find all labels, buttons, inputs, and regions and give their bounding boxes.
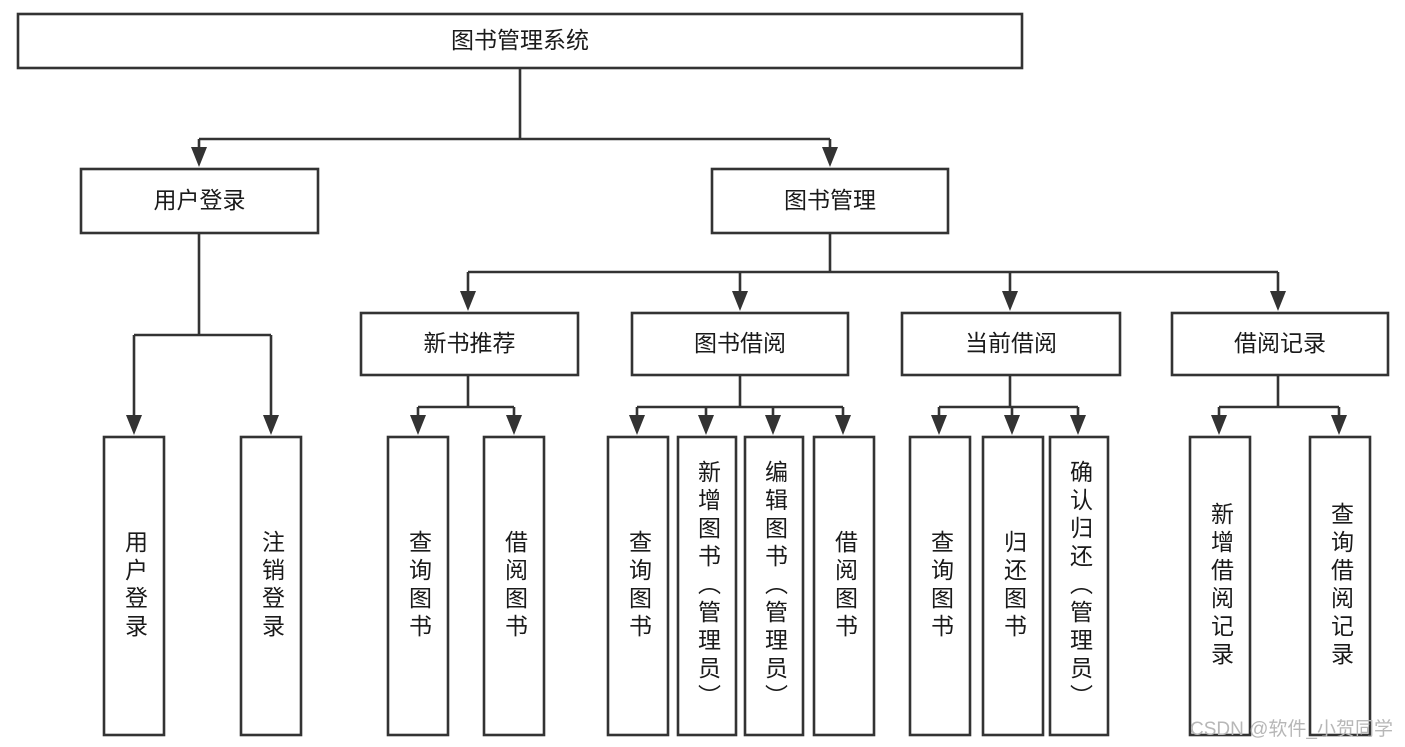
arrow-leaf-add-book-icon (698, 415, 714, 435)
arrow-book-manage-icon (822, 147, 838, 167)
node-box (981, 435, 1045, 737)
node-new-book-rec[interactable]: 新书推荐 (359, 311, 580, 377)
node-box (102, 435, 166, 737)
arrow-leaf-borrow-book-1-icon (506, 415, 522, 435)
node-leaf-user-login[interactable] (102, 435, 166, 737)
arrow-heads (126, 147, 1347, 435)
arrow-leaf-add-record-icon (1211, 415, 1227, 435)
node-leaf-confirm-return[interactable] (1048, 435, 1110, 737)
arrow-leaf-return-book-icon (1004, 415, 1020, 435)
node-user-login[interactable]: 用户登录 (79, 167, 320, 235)
arrow-leaf-user-login-icon (126, 415, 142, 435)
node-box (630, 311, 850, 377)
node-label: 借阅记录 (1234, 330, 1326, 356)
node-box (386, 435, 450, 737)
node-box (900, 311, 1122, 377)
node-label: 新书推荐 (424, 330, 516, 356)
node-box (676, 435, 738, 737)
node-book-borrow[interactable]: 图书借阅 (630, 311, 850, 377)
node-leaf-edit-book[interactable] (743, 435, 805, 737)
node-box (79, 167, 320, 235)
arrow-user-login-icon (191, 147, 207, 167)
node-box (1170, 311, 1390, 377)
node-box (710, 167, 950, 235)
node-leaf-query-book-3[interactable] (908, 435, 972, 737)
arrow-current-borrow-icon (1002, 291, 1018, 311)
node-leaf-query-book-1[interactable] (386, 435, 450, 737)
node-box (16, 12, 1024, 70)
node-box (812, 435, 876, 737)
node-leaf-return-book[interactable] (981, 435, 1045, 737)
arrow-leaf-edit-book-icon (765, 415, 781, 435)
node-box (359, 311, 580, 377)
node-box (1308, 435, 1372, 737)
node-leaf-query-record[interactable] (1308, 435, 1372, 737)
node-book-manage[interactable]: 图书管理 (710, 167, 950, 235)
arrow-leaf-query-book-3-icon (931, 415, 947, 435)
arrow-leaf-query-book-2-icon (629, 415, 645, 435)
node-box (239, 435, 303, 737)
node-leaf-borrow-book-2[interactable] (812, 435, 876, 737)
arrow-borrow-record-icon (1270, 291, 1286, 311)
node-label: 图书管理 (784, 187, 876, 213)
arrow-new-book-rec-icon (460, 291, 476, 311)
node-box (1188, 435, 1252, 737)
node-current-borrow[interactable]: 当前借阅 (900, 311, 1122, 377)
arrow-leaf-logout-icon (263, 415, 279, 435)
arrow-leaf-query-record-icon (1331, 415, 1347, 435)
arrow-leaf-query-book-1-icon (410, 415, 426, 435)
node-box (1048, 435, 1110, 737)
node-leaf-logout[interactable] (239, 435, 303, 737)
arrow-leaf-borrow-book-2-icon (835, 415, 851, 435)
node-leaf-add-record[interactable] (1188, 435, 1252, 737)
node-box (482, 435, 546, 737)
node-box (743, 435, 805, 737)
node-root[interactable]: 图书管理系统 (16, 12, 1024, 70)
node-leaf-borrow-book-1[interactable] (482, 435, 546, 737)
node-label: 用户登录 (154, 187, 246, 213)
arrow-leaf-confirm-return-icon (1070, 415, 1086, 435)
node-box (606, 435, 670, 737)
node-label: 图书借阅 (694, 330, 786, 356)
node-label: 当前借阅 (965, 330, 1057, 356)
node-leaf-add-book[interactable] (676, 435, 738, 737)
node-box (908, 435, 972, 737)
node-label: 图书管理系统 (451, 27, 589, 53)
node-leaf-query-book-2[interactable] (606, 435, 670, 737)
arrow-book-borrow-icon (732, 291, 748, 311)
node-borrow-record[interactable]: 借阅记录 (1170, 311, 1390, 377)
